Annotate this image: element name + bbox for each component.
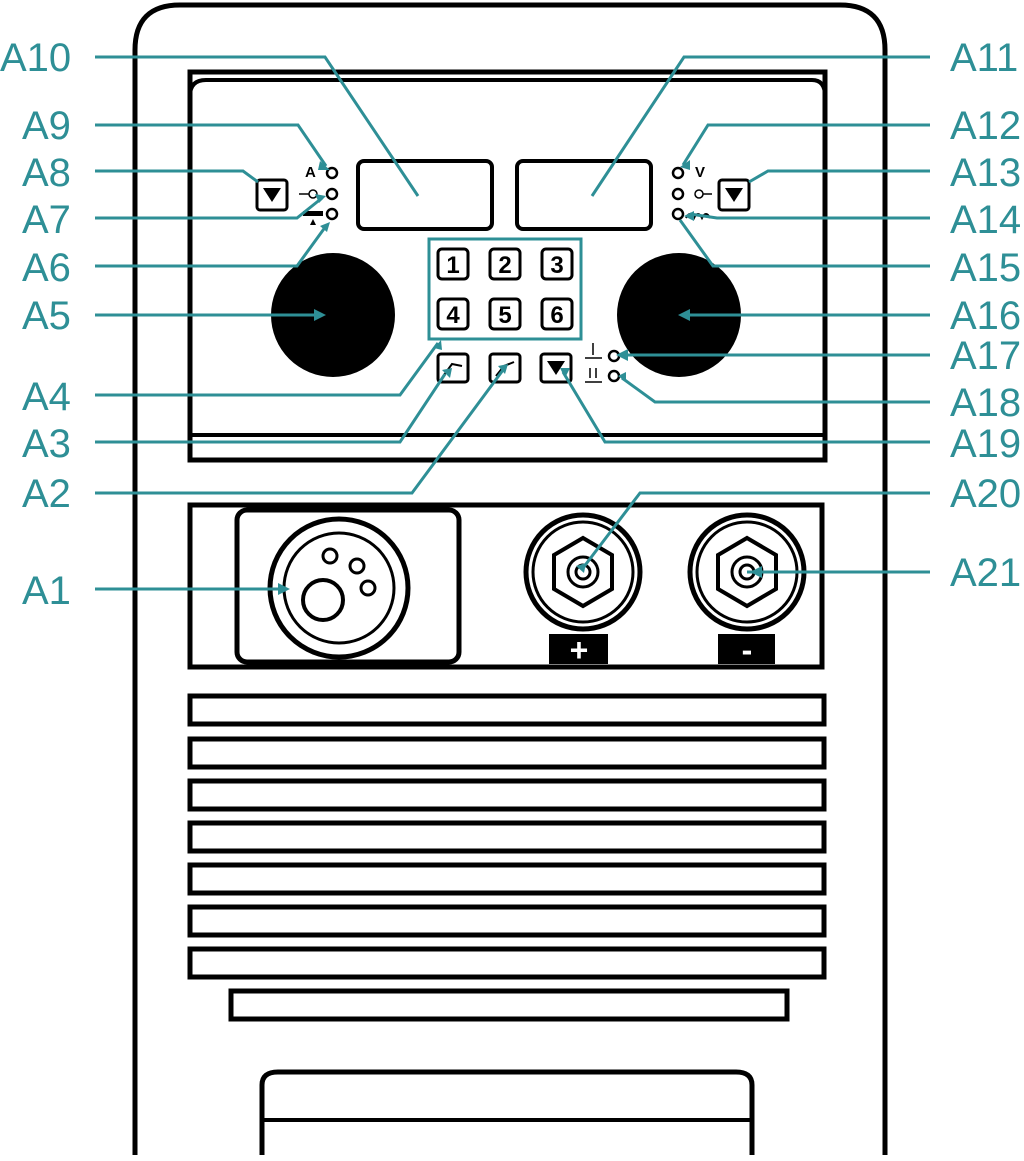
callout-a3: A3 xyxy=(22,422,71,466)
spot-double-icon xyxy=(585,368,602,383)
negative-symbol: - xyxy=(742,632,753,668)
amps-led xyxy=(325,166,339,180)
vent-slot xyxy=(228,988,790,1022)
callout-a18: A18 xyxy=(950,381,1021,425)
right-display xyxy=(515,159,653,231)
down-triangle-icon xyxy=(725,188,743,202)
callout-a16: A16 xyxy=(950,294,1021,338)
svg-text:1: 1 xyxy=(446,252,459,279)
vent-slot xyxy=(187,862,827,896)
callout-a13: A13 xyxy=(950,151,1021,195)
negative-plate xyxy=(718,634,775,664)
leader-lines xyxy=(95,55,930,591)
svg-text:3: 3 xyxy=(550,252,563,279)
callout-a20: A20 xyxy=(950,472,1021,516)
inductance-led xyxy=(671,207,685,221)
volts-led xyxy=(671,166,685,180)
program-button-2[interactable]: 2 xyxy=(488,247,522,281)
positive-symbol: + xyxy=(570,632,589,668)
vent-slot xyxy=(187,820,827,854)
callout-a1: A1 xyxy=(22,569,71,613)
control-panel-inner xyxy=(188,78,827,437)
svg-text:4: 4 xyxy=(446,302,460,329)
spot-double-led xyxy=(607,369,621,383)
callout-a2: A2 xyxy=(22,472,71,516)
vent-slot xyxy=(187,904,827,938)
spot-icon xyxy=(585,343,602,359)
svg-text:2: 2 xyxy=(498,252,511,279)
euro-torch-connector[interactable] xyxy=(267,516,411,660)
program-button-5[interactable]: 5 xyxy=(488,297,522,331)
callout-a4: A4 xyxy=(22,375,71,419)
left-display xyxy=(356,159,494,231)
euro-connector-bezel xyxy=(234,507,462,665)
callout-a11: A11 xyxy=(950,36,1018,80)
callout-a7: A7 xyxy=(22,198,71,242)
arc-force-led xyxy=(325,207,339,221)
positive-plate xyxy=(549,634,608,664)
connector-panel xyxy=(187,502,825,670)
callout-a14: A14 xyxy=(950,198,1021,242)
callout-labels: A10 A9 A8 A7 A6 A5 A4 A3 A2 A1 A11 A12 A… xyxy=(0,36,1021,613)
down-triangle-icon xyxy=(547,361,565,375)
leader-arrowheads xyxy=(278,160,762,595)
callout-a9: A9 xyxy=(22,104,71,148)
vent-slot xyxy=(187,778,827,812)
wire-spool-icon xyxy=(299,189,318,199)
vent-slots xyxy=(187,693,827,1022)
callout-a10: A10 xyxy=(0,36,71,80)
svg-text:6: 6 xyxy=(550,302,563,329)
callout-a5: A5 xyxy=(22,294,71,338)
callout-a19: A19 xyxy=(950,422,1021,466)
left-mode-button[interactable] xyxy=(255,178,289,212)
spot-led xyxy=(607,349,621,363)
program-button-1[interactable]: 1 xyxy=(436,247,470,281)
callout-a6: A6 xyxy=(22,246,71,290)
right-mode-button[interactable] xyxy=(717,178,751,212)
arc-force-icon xyxy=(303,211,323,225)
vent-slot xyxy=(187,693,827,727)
program-button-3[interactable]: 3 xyxy=(540,247,574,281)
callout-a12: A12 xyxy=(950,104,1021,148)
handle-recess xyxy=(259,1069,755,1155)
callout-a8: A8 xyxy=(22,151,71,195)
callout-a17: A17 xyxy=(950,334,1021,378)
down-triangle-icon xyxy=(263,188,281,202)
vent-slot xyxy=(187,946,827,980)
callout-a15: A15 xyxy=(950,246,1021,290)
amps-label: A xyxy=(305,164,316,181)
program-button-group xyxy=(427,237,583,341)
wire-speed-right-led xyxy=(671,187,685,201)
machine-body xyxy=(132,2,888,1155)
wire-spool-right-icon xyxy=(694,189,712,199)
program-button-4[interactable]: 4 xyxy=(436,297,470,331)
svg-text:5: 5 xyxy=(498,302,511,329)
volts-label: V xyxy=(695,164,705,181)
wire-speed-led xyxy=(325,187,339,201)
callout-a21: A21 xyxy=(950,551,1021,595)
left-knob[interactable] xyxy=(271,253,395,377)
program-button-6[interactable]: 6 xyxy=(540,297,574,331)
vent-slot xyxy=(187,736,827,770)
